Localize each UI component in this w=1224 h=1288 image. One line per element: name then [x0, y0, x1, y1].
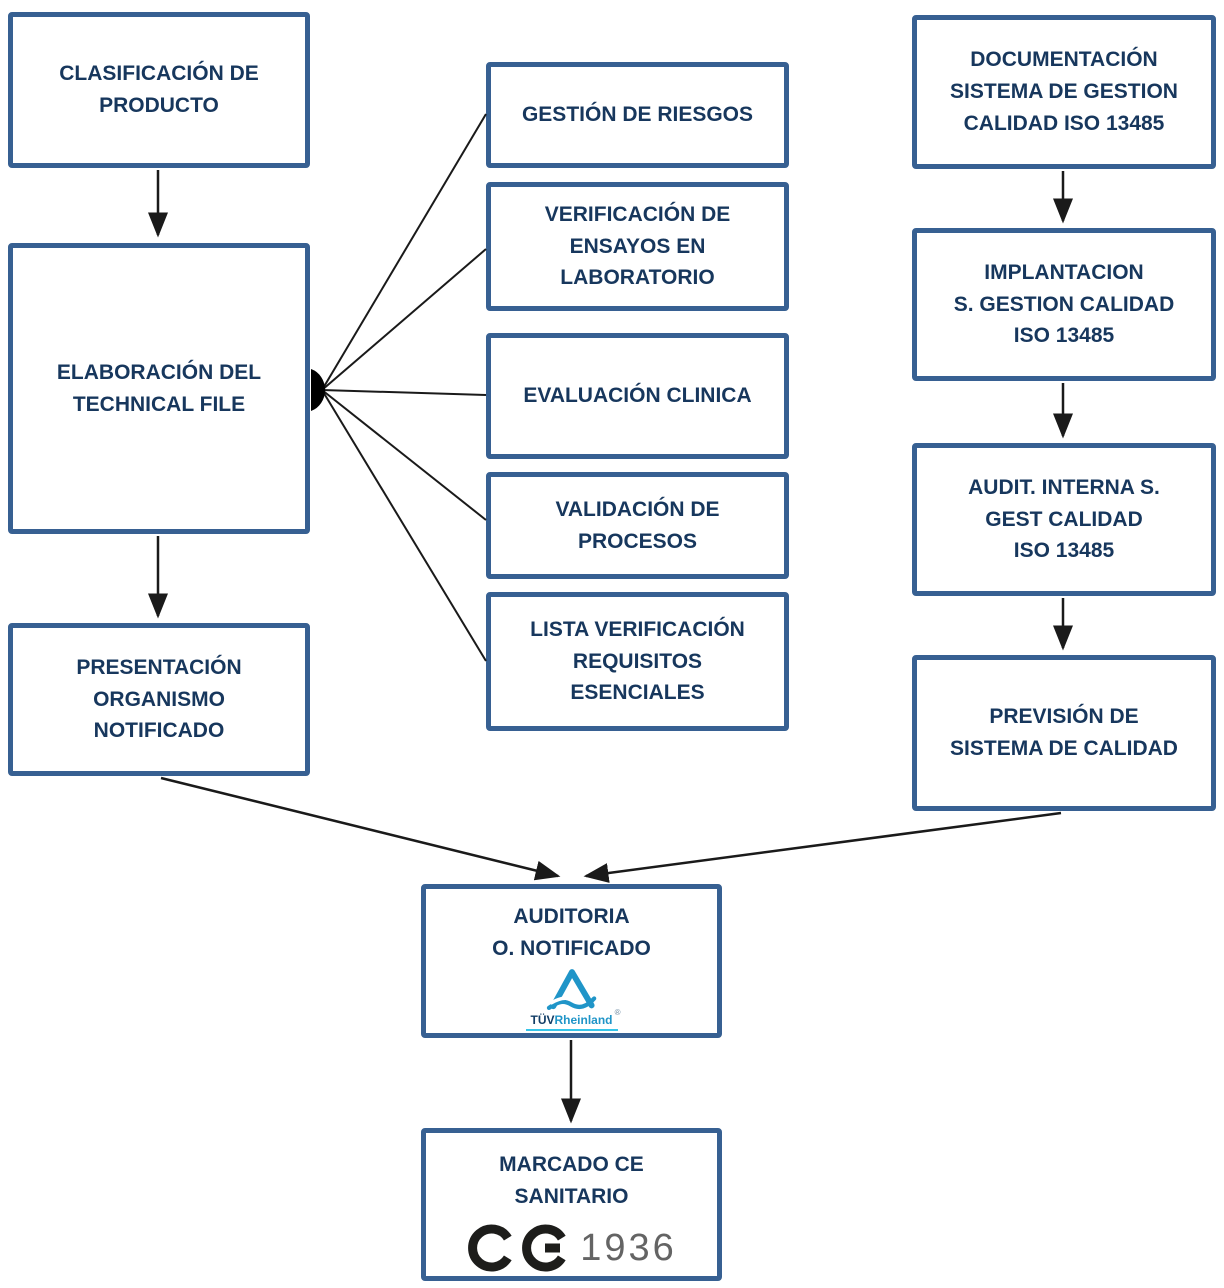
node-auditoria-organismo-notificado: AUDITORIA O. NOTIFICADO TÜVRheinland®: [421, 884, 722, 1038]
node-label: EVALUACIÓN CLINICA: [523, 384, 752, 408]
notified-body-number: 1936: [580, 1226, 677, 1269]
node-clasificacion-de-producto: CLASIFICACIÓN DE PRODUCTO: [8, 12, 310, 168]
ce-mark-icon: [468, 1224, 566, 1272]
node-label: GESTIÓN DE RIESGOS: [521, 103, 754, 127]
connector-lista-to-elaboracion: [321, 389, 487, 662]
tuv-logo-text: TÜVRheinland®: [530, 1007, 621, 1027]
node-label: PREVISIÓN DE SISTEMA DE CALIDAD: [950, 705, 1178, 760]
node-label: AUDIT. INTERNA S. GEST CALIDAD ISO 13485: [968, 475, 1160, 563]
tuv-logo-underline: [525, 1028, 618, 1031]
node-label: LISTA VERIFICACIÓN REQUISITOS ESENCIALES: [530, 617, 745, 705]
node-label: CLASIFICACIÓN DE PRODUCTO: [59, 62, 259, 117]
fan-arrowhead-wedge: [311, 369, 326, 411]
registered-mark: ®: [614, 1007, 621, 1017]
node-gestion-de-riesgos: GESTIÓN DE RIESGOS: [486, 62, 789, 168]
tuv-rheinland-logo: TÜVRheinland®: [525, 967, 621, 1031]
node-label: AUDITORIA O. NOTIFICADO: [492, 905, 651, 960]
node-marcado-ce-sanitario: MARCADO CE SANITARIO 1936: [421, 1128, 722, 1281]
node-label: VALIDACIÓN DE PROCESOS: [555, 497, 720, 553]
connector-prevision-to-auditoria: [583, 811, 1062, 883]
connector-evaluacion-to-elaboracion: [321, 389, 487, 396]
node-lista-verificacion-requisitos: LISTA VERIFICACIÓN REQUISITOS ESENCIALES: [486, 592, 789, 731]
connector-verificacion-to-elaboracion: [321, 248, 487, 391]
node-evaluacion-clinica: EVALUACIÓN CLINICA: [486, 333, 789, 459]
node-elaboracion-technical-file: ELABORACIÓN DEL TECHNICAL FILE: [8, 243, 310, 534]
node-prevision-sistema-calidad: PREVISIÓN DE SISTEMA DE CALIDAD: [912, 655, 1216, 811]
node-label: ELABORACIÓN DEL TECHNICAL FILE: [56, 360, 262, 416]
node-label: MARCADO CE SANITARIO: [499, 1153, 644, 1208]
node-validacion-de-procesos: VALIDACIÓN DE PROCESOS: [486, 472, 789, 579]
connector-presentacion-to-auditoria: [160, 776, 561, 881]
node-documentacion-sgc-iso13485: DOCUMENTACIÓN SISTEMA DE GESTION CALIDAD…: [912, 15, 1216, 169]
connector-gestion-riesgos-to-elaboracion: [321, 113, 487, 391]
node-label: VERIFICACIÓN DE ENSAYOS EN LABORATORIO: [544, 202, 731, 290]
node-label: PRESENTACIÓN ORGANISMO NOTIFICADO: [76, 655, 242, 743]
node-presentacion-organismo-notificado: PRESENTACIÓN ORGANISMO NOTIFICADO: [8, 623, 310, 776]
ce-mark-row: 1936: [466, 1223, 677, 1273]
node-label: IMPLANTACION S. GESTION CALIDAD ISO 1348…: [953, 260, 1175, 348]
node-auditoria-interna-sgc: AUDIT. INTERNA S. GEST CALIDAD ISO 13485: [912, 443, 1216, 596]
node-verificacion-ensayos-laboratorio: VERIFICACIÓN DE ENSAYOS EN LABORATORIO: [486, 182, 789, 311]
node-implantacion-sgc-iso13485: IMPLANTACION S. GESTION CALIDAD ISO 1348…: [912, 228, 1216, 381]
connector-validacion-to-elaboracion: [321, 389, 487, 521]
tuv-triangle-icon: [546, 968, 596, 1010]
node-label: DOCUMENTACIÓN SISTEMA DE GESTION CALIDAD…: [950, 48, 1178, 135]
